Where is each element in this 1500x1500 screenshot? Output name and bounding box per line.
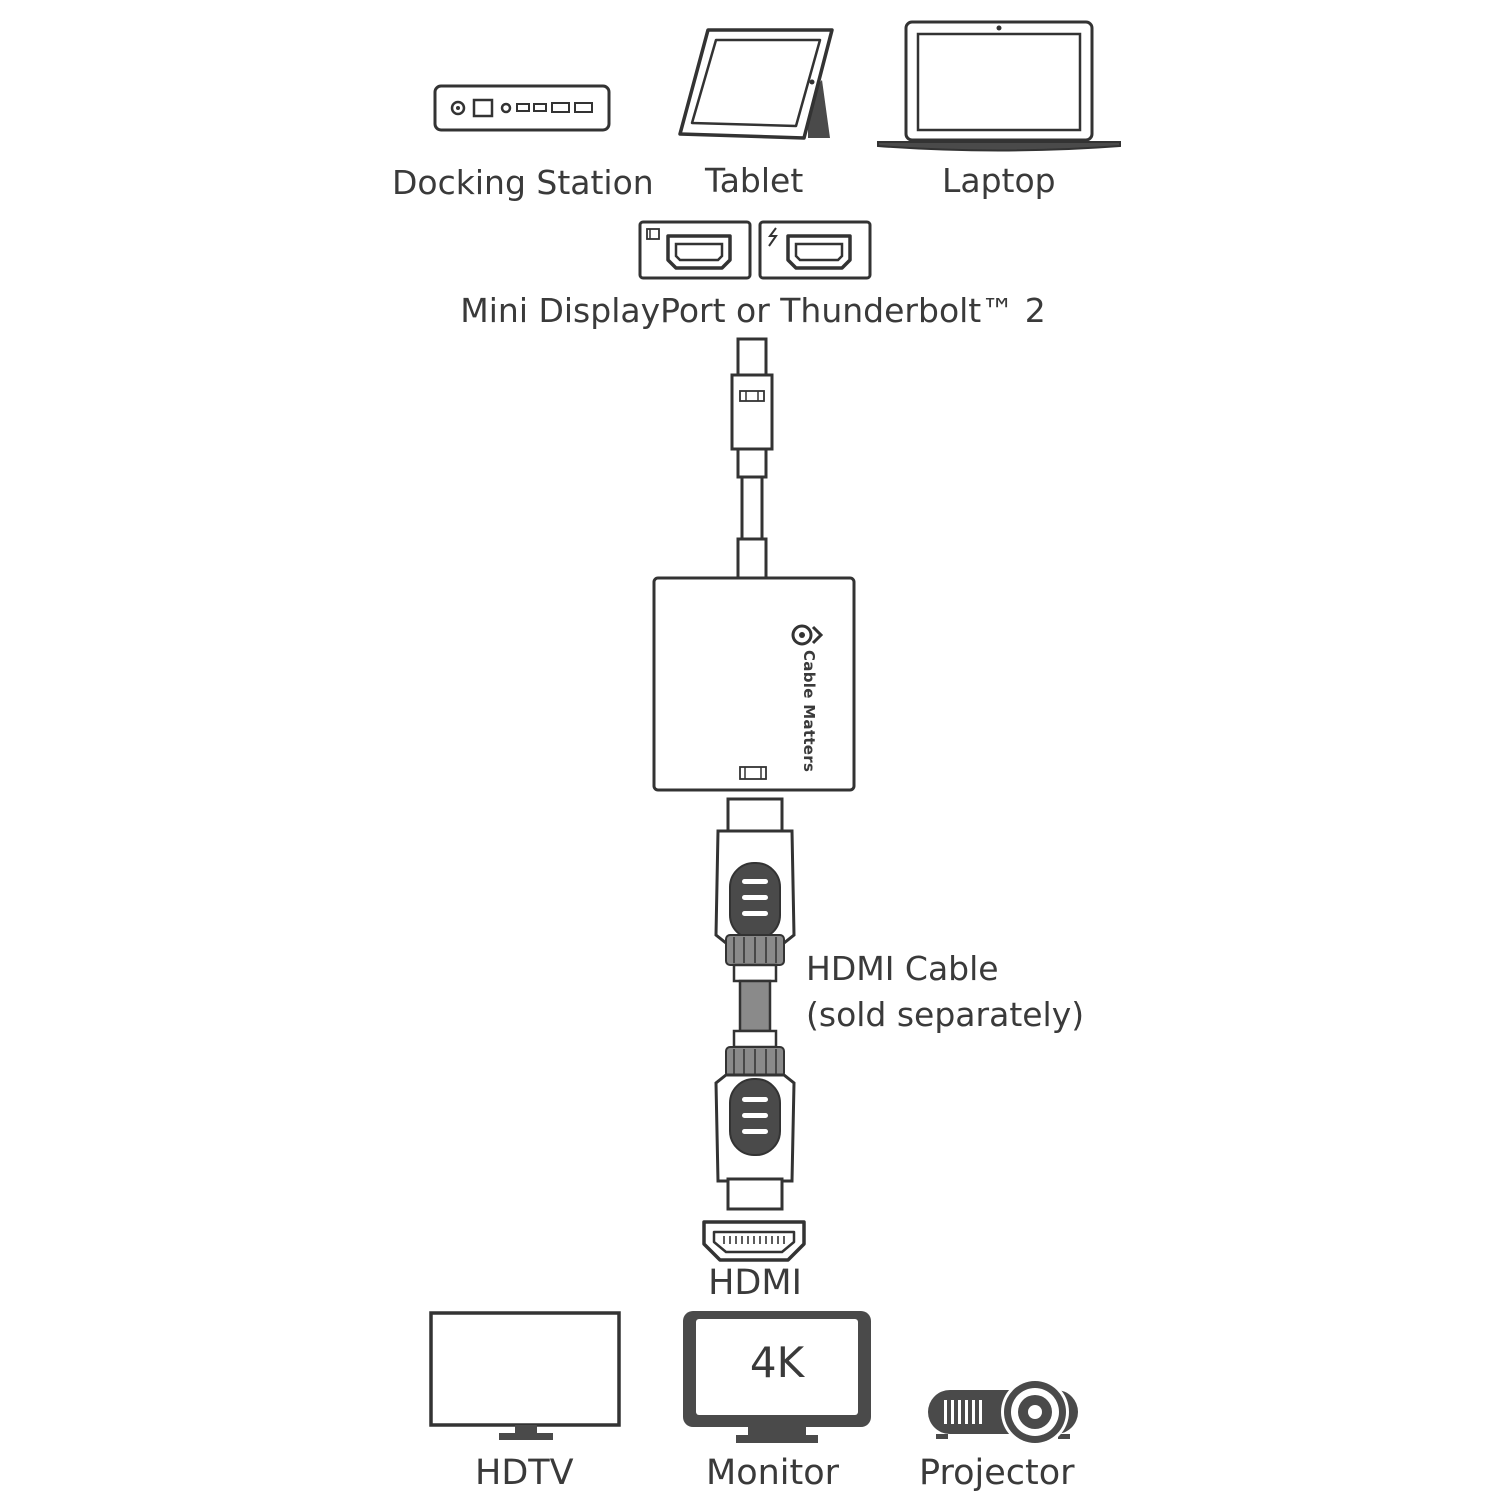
hdtv-label: HDTV xyxy=(475,1453,574,1493)
projector-icon xyxy=(928,1378,1078,1446)
tablet-icon xyxy=(678,28,834,140)
projector-label: Projector xyxy=(919,1453,1075,1493)
laptop-label: Laptop xyxy=(942,161,1056,200)
docking-station-icon xyxy=(433,84,611,132)
hdmi-port-label: HDMI xyxy=(708,1263,802,1303)
hdmi-cable-label: HDMI Cable xyxy=(806,949,999,988)
laptop-icon xyxy=(877,20,1121,152)
hdtv-icon xyxy=(429,1311,621,1440)
tablet-label: Tablet xyxy=(705,161,804,200)
mini-displayport-port-icon xyxy=(638,220,752,280)
thunderbolt-port-icon xyxy=(758,220,872,280)
monitor-label: Monitor xyxy=(706,1453,840,1493)
adapter-brand-label: Cable Matters xyxy=(800,650,818,773)
hdmi-port-icon xyxy=(702,1220,806,1262)
adapter-icon xyxy=(652,337,856,792)
hdmi-cable-icon xyxy=(714,797,796,1211)
monitor-4k-badge: 4K xyxy=(749,1338,805,1387)
hdmi-cable-note: (sold separately) xyxy=(806,995,1085,1034)
monitor-icon xyxy=(683,1311,871,1443)
docking-station-label: Docking Station xyxy=(392,163,654,202)
input-port-label: Mini DisplayPort or Thunderbolt™ 2 xyxy=(460,291,1046,330)
